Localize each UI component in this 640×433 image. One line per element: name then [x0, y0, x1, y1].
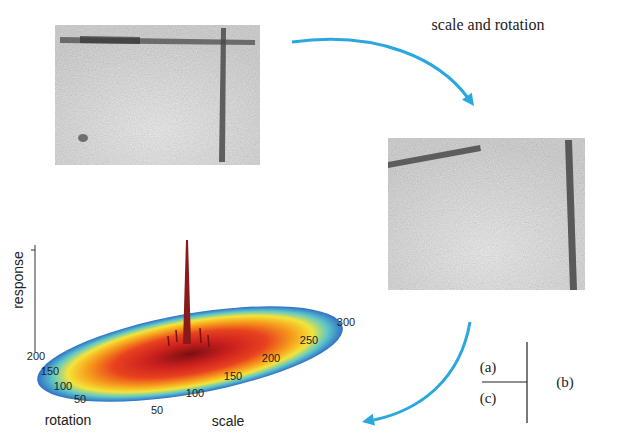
- panel-key-label: (b): [556, 375, 574, 390]
- flow-arrow: [292, 39, 474, 106]
- tick-label: 100: [54, 381, 72, 392]
- axis-title: response: [11, 251, 25, 309]
- panel-key-label: (a): [480, 360, 497, 375]
- photo-transformed: [388, 138, 585, 290]
- tick-label: 100: [186, 388, 204, 399]
- tick-label: 150: [224, 371, 242, 382]
- photo-original: [55, 25, 260, 165]
- tick-label: 150: [41, 366, 59, 377]
- tick-label: 200: [27, 351, 45, 362]
- tick-label: 200: [262, 353, 280, 364]
- axis-title: scale: [212, 414, 245, 428]
- arrow-label: scale and rotation: [432, 17, 545, 33]
- tick-label: 50: [74, 394, 86, 405]
- panel-key: [482, 342, 527, 423]
- flow-arrow: [362, 322, 470, 426]
- axis-title: rotation: [45, 413, 92, 427]
- tick-label: 50: [151, 405, 163, 416]
- response-surface: [30, 240, 349, 420]
- tick-label: 300: [337, 317, 355, 328]
- tick-label: 250: [300, 335, 318, 346]
- panel-key-label: (c): [480, 391, 497, 406]
